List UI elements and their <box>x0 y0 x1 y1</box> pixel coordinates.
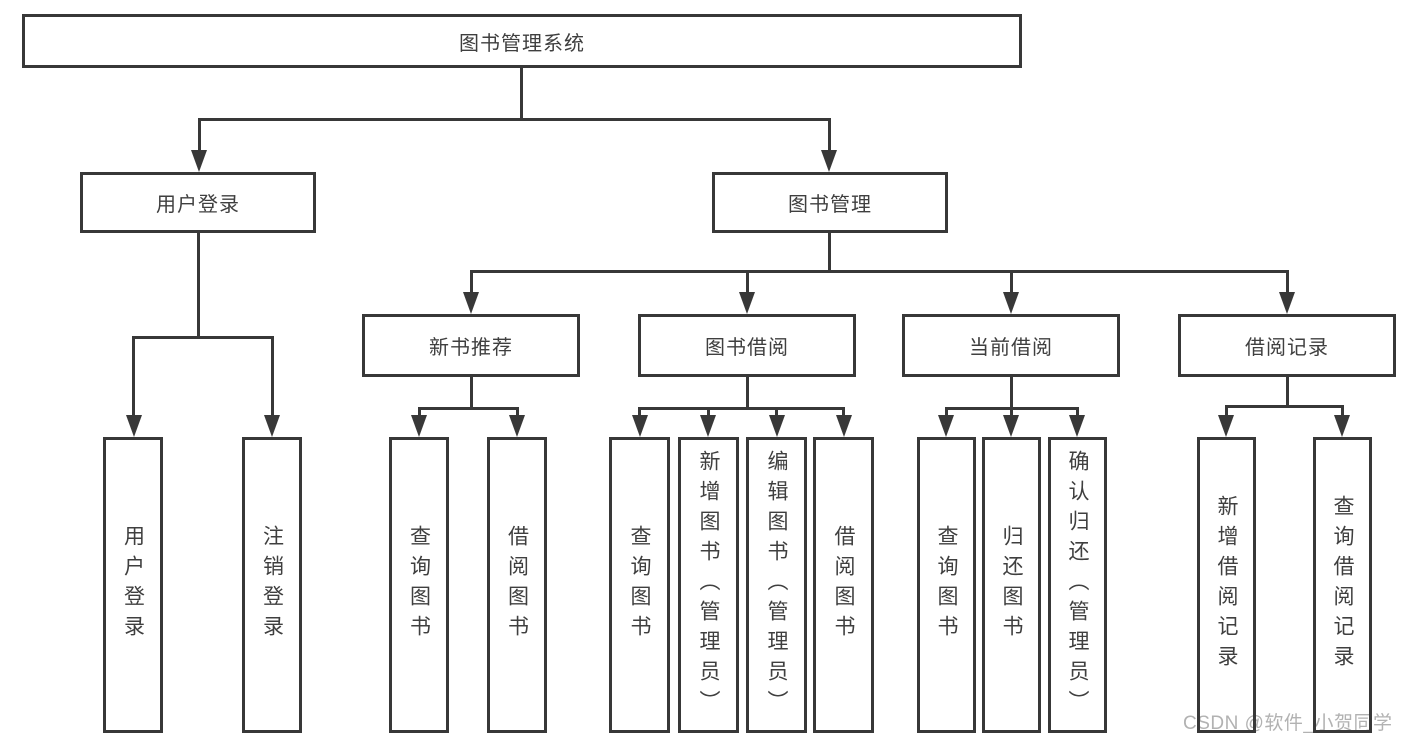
connector-drop-bor-borrow <box>842 407 845 419</box>
node-library-management-system: 图书管理系统 <box>22 14 1022 68</box>
node-user-login: 用户登录 <box>80 172 316 233</box>
leaf-borrow-books-recommend: 借阅图书 <box>487 437 547 733</box>
node-label: 图书管理 <box>788 194 872 216</box>
connector-drop-cur-return <box>1010 407 1013 419</box>
node-label: 借阅图书 <box>832 525 855 645</box>
connector-login-stem <box>197 233 200 336</box>
connector-drop-bor-add <box>707 407 710 419</box>
connector-drop-book-management <box>828 118 831 154</box>
leaf-return-books: 归还图书 <box>982 437 1041 733</box>
arrow-down-icon <box>411 415 427 437</box>
leaf-user-login: 用户登录 <box>103 437 163 733</box>
arrow-down-icon <box>126 415 142 437</box>
node-label: 注销登录 <box>260 525 284 645</box>
arrow-down-icon <box>1003 292 1019 314</box>
arrow-down-icon <box>1218 415 1234 437</box>
node-label: 用户登录 <box>121 525 145 645</box>
node-book-management: 图书管理 <box>712 172 948 233</box>
node-current-borrowing: 当前借阅 <box>902 314 1120 377</box>
node-label: 用户登录 <box>156 194 240 216</box>
arrow-down-icon <box>739 292 755 314</box>
arrow-down-icon <box>463 292 479 314</box>
node-borrowing-records: 借阅记录 <box>1178 314 1396 377</box>
arrow-down-icon <box>264 415 280 437</box>
node-label: 图书借阅 <box>705 337 789 359</box>
arrow-down-icon <box>1334 415 1350 437</box>
connector-drop-user-login <box>198 118 201 154</box>
node-label: 查询图书 <box>628 525 651 645</box>
connector-bor-bar <box>638 407 845 410</box>
connector-drop-cur-query <box>945 407 948 419</box>
arrow-down-icon <box>632 415 648 437</box>
leaf-query-borrow-record: 查询借阅记录 <box>1313 437 1372 733</box>
node-label: 借阅记录 <box>1245 337 1329 359</box>
arrow-down-icon <box>1069 415 1085 437</box>
node-label: 确认归还（管理员） <box>1066 450 1089 720</box>
node-label: 编辑图书（管理员） <box>765 450 788 720</box>
arrow-down-icon <box>938 415 954 437</box>
connector-drop-records <box>1286 270 1289 296</box>
arrow-down-icon <box>1279 292 1295 314</box>
connector-drop-leaf-user-login <box>132 336 135 419</box>
connector-rec-bar <box>418 407 519 410</box>
arrow-down-icon <box>836 415 852 437</box>
node-label: 查询图书 <box>407 525 431 645</box>
connector-his-bar <box>1225 405 1344 408</box>
arrow-down-icon <box>1003 415 1019 437</box>
leaf-query-books-current: 查询图书 <box>917 437 976 733</box>
leaf-query-books-recommend: 查询图书 <box>389 437 449 733</box>
connector-drop-current <box>1010 270 1013 296</box>
arrow-down-icon <box>821 150 837 172</box>
connector-his-stem <box>1286 377 1289 405</box>
watermark-text: CSDN @软件_小贺同学 <box>1183 713 1393 734</box>
arrow-down-icon <box>191 150 207 172</box>
connector-drop-bor-edit <box>775 407 778 419</box>
connector-root-bar <box>198 118 831 121</box>
connector-rec-stem <box>470 377 473 407</box>
connector-drop-his-query <box>1341 405 1344 419</box>
connector-drop-cur-confirm <box>1076 407 1079 419</box>
connector-drop-borrowing <box>746 270 749 296</box>
node-label: 新增图书（管理员） <box>697 450 720 720</box>
connector-drop-leaf-logout <box>271 336 274 419</box>
leaf-query-books-borrowing: 查询图书 <box>609 437 670 733</box>
arrow-down-icon <box>769 415 785 437</box>
connector-drop-rec-query <box>418 407 421 419</box>
arrow-down-icon <box>509 415 525 437</box>
connector-drop-recommend <box>470 270 473 296</box>
connector-drop-his-add <box>1225 405 1228 419</box>
node-label: 当前借阅 <box>969 337 1053 359</box>
node-label: 查询图书 <box>935 525 958 645</box>
node-label: 查询借阅记录 <box>1331 495 1354 675</box>
connector-login-bar <box>132 336 274 339</box>
connector-mgmt-bar <box>470 270 1289 273</box>
connector-bor-stem <box>746 377 749 407</box>
connector-drop-rec-borrow <box>516 407 519 419</box>
arrow-down-icon <box>700 415 716 437</box>
node-label: 借阅图书 <box>505 525 529 645</box>
node-book-borrowing: 图书借阅 <box>638 314 856 377</box>
connector-root-stem <box>520 68 523 118</box>
leaf-confirm-return-admin: 确认归还（管理员） <box>1048 437 1107 733</box>
connector-drop-bor-query <box>638 407 641 419</box>
connector-mgmt-stem <box>828 233 831 270</box>
node-label: 新增借阅记录 <box>1215 495 1238 675</box>
leaf-edit-book-admin: 编辑图书（管理员） <box>746 437 807 733</box>
leaf-logout: 注销登录 <box>242 437 302 733</box>
node-label: 归还图书 <box>1000 525 1023 645</box>
node-label: 图书管理系统 <box>459 32 585 55</box>
connector-cur-stem <box>1010 377 1013 407</box>
leaf-add-book-admin: 新增图书（管理员） <box>678 437 739 733</box>
node-label: 新书推荐 <box>429 337 513 359</box>
node-new-book-recommendation: 新书推荐 <box>362 314 580 377</box>
leaf-add-borrow-record: 新增借阅记录 <box>1197 437 1256 733</box>
leaf-borrow-books-borrowing: 借阅图书 <box>813 437 874 733</box>
